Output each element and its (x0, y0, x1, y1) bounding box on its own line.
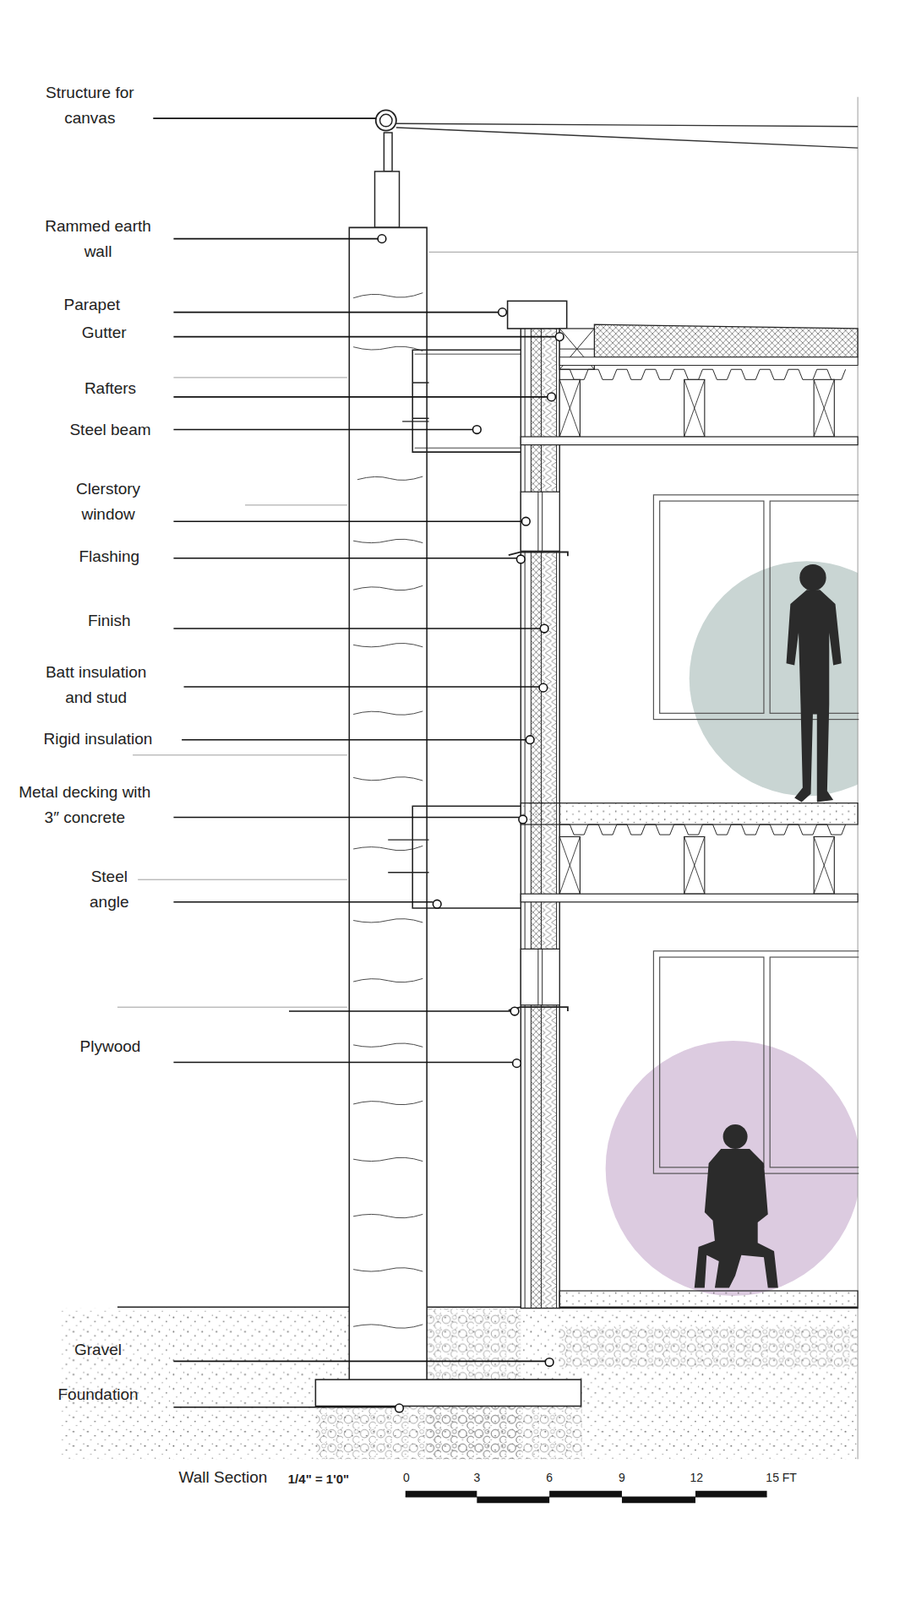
scale-number: 3 (459, 1470, 494, 1486)
scale-number: 15 FT (765, 1470, 797, 1486)
part-label: Gutter (19, 320, 189, 346)
part-label: Flashing (24, 544, 194, 570)
scale-note: 1/4" = 1'0" (288, 1472, 349, 1488)
part-label: Batt insulation and stud (32, 659, 160, 711)
scale-number: 12 (679, 1470, 714, 1486)
scale-number: 0 (389, 1470, 424, 1486)
part-label: Plywood (26, 1034, 196, 1060)
part-label: Rafters (26, 376, 196, 402)
part-label: Steel beam (26, 417, 196, 443)
part-label: Parapet (7, 292, 177, 318)
part-label: Clerstory window (61, 476, 155, 528)
part-label: Rigid insulation (5, 726, 191, 753)
part-label: Structure for canvas (30, 80, 149, 131)
part-label: Metal decking with 3″ concrete (10, 779, 159, 831)
part-label: Foundation (13, 1382, 183, 1408)
drawing-title: Wall Section (178, 1465, 268, 1491)
scale-number: 6 (532, 1470, 567, 1486)
part-label: Gravel (13, 1337, 183, 1364)
part-label: Steel angle (77, 864, 142, 916)
part-label: Rammed earth wall (34, 213, 162, 265)
scale-number: 9 (605, 1470, 639, 1486)
part-label: Finish (24, 608, 194, 634)
